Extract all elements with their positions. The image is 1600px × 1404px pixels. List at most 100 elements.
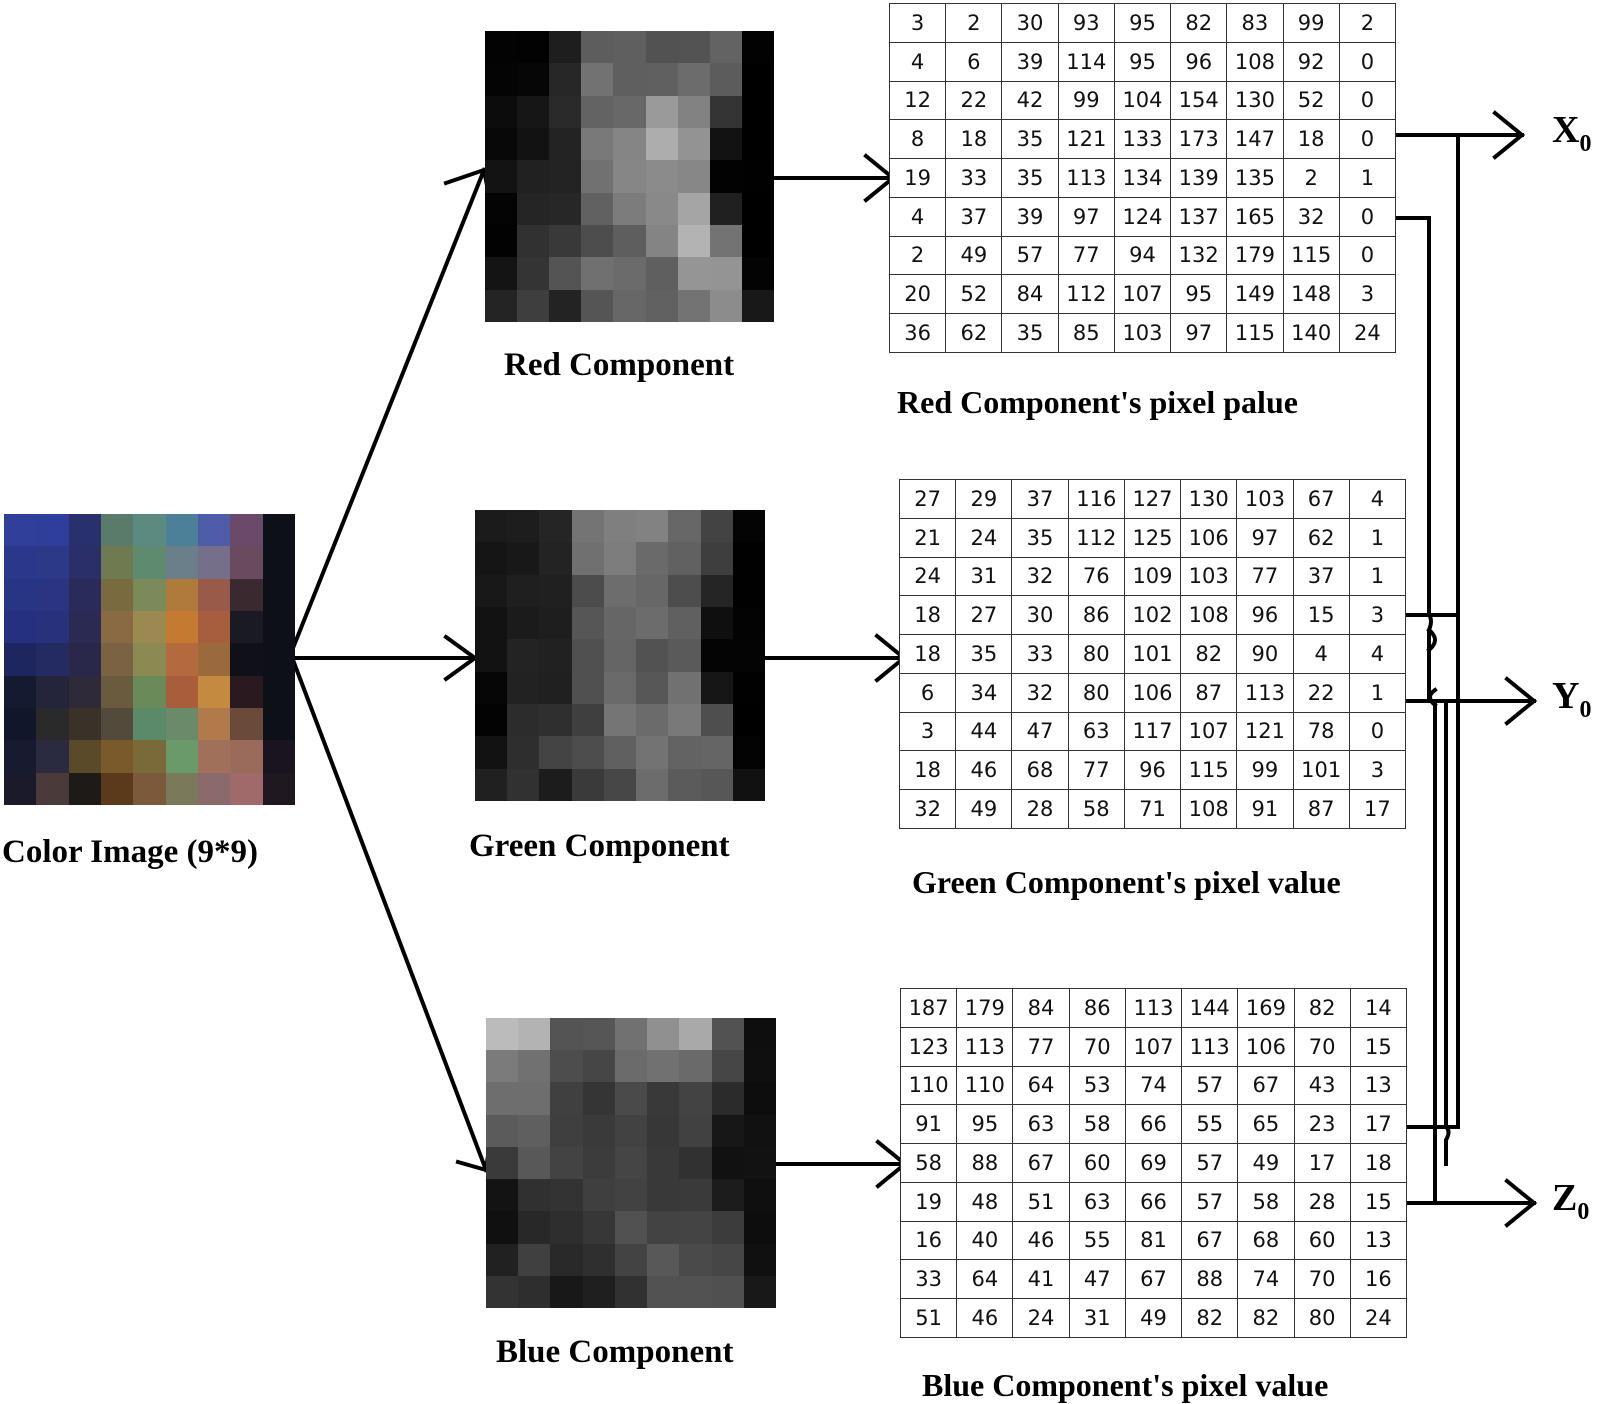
table-cell: 77 (1057, 235, 1115, 276)
table-cell: 19 (899, 1181, 958, 1222)
pixel (711, 1018, 744, 1051)
table-cell: 47 (1011, 711, 1069, 752)
table-cell: 4 (888, 196, 947, 237)
table-cell: 109 (1123, 556, 1182, 597)
table-cell: 140 (1282, 313, 1340, 353)
pixel (550, 1211, 583, 1244)
green-table-label: Green Component's pixel value (912, 864, 1341, 900)
pixel (677, 31, 710, 64)
table-cell: 17 (1348, 789, 1407, 829)
pixel (539, 510, 572, 543)
table-cell: 35 (1011, 517, 1069, 558)
table-cell: 149 (1226, 274, 1284, 315)
pixel (262, 578, 295, 611)
pixel (613, 257, 646, 290)
pixel (732, 606, 765, 640)
table-cell: 132 (1170, 235, 1228, 276)
table-cell: 96 (1236, 595, 1294, 636)
pixel (486, 1082, 519, 1115)
table-cell: 33 (899, 1259, 958, 1300)
pixel (743, 1275, 776, 1308)
table-cell: 0 (1338, 119, 1397, 160)
pixel (677, 192, 710, 225)
table-cell: 46 (955, 750, 1013, 791)
table-cell: 173 (1170, 119, 1228, 160)
pixel (262, 675, 295, 708)
pixel (647, 1114, 680, 1147)
table-cell: 95 (1113, 41, 1172, 82)
table-cell: 22 (945, 80, 1003, 121)
table-cell: 18 (1282, 119, 1340, 160)
table-cell: 82 (1237, 1298, 1295, 1338)
table-cell: 85 (1057, 313, 1115, 353)
pixel (679, 1146, 712, 1180)
table-cell: 81 (1124, 1220, 1183, 1261)
pixel (700, 510, 733, 543)
table-cell: 96 (1170, 41, 1228, 82)
pixel (165, 546, 198, 579)
pixel (732, 736, 765, 769)
table-cell: 51 (899, 1298, 958, 1338)
output-y0: Y0 (1552, 674, 1591, 724)
table-cell: 35 (1001, 119, 1059, 160)
arrow-blue-to-table (773, 1139, 909, 1189)
pixel (677, 95, 710, 128)
pixel (700, 703, 733, 737)
pixel (668, 639, 701, 672)
z0-line (1405, 1178, 1538, 1228)
pixel (262, 707, 295, 741)
pixel (100, 772, 134, 805)
table-cell: 58 (899, 1143, 958, 1183)
pixel (645, 63, 678, 96)
pixel (4, 772, 37, 805)
table-cell: 18 (898, 750, 957, 791)
table-cell: 62 (945, 313, 1003, 353)
pixel (475, 768, 508, 801)
pixel (581, 224, 614, 258)
pixel (677, 224, 710, 258)
table-cell: 24 (1012, 1298, 1070, 1338)
output-z-subscript: 0 (1577, 1199, 1590, 1225)
pixel (507, 542, 540, 575)
pixel (518, 1082, 551, 1115)
pixel (613, 31, 646, 64)
table-cell: 96 (1123, 750, 1182, 791)
pixel (165, 772, 198, 805)
pixel (677, 160, 710, 193)
red-component-label: Red Component (504, 347, 735, 383)
table-cell: 35 (955, 634, 1013, 674)
arrow-to-red (290, 167, 495, 651)
table-cell: 47 (1068, 1259, 1126, 1300)
pixel (507, 671, 540, 704)
pixel (475, 639, 508, 672)
table-cell: 113 (956, 1026, 1014, 1067)
pixel (636, 671, 669, 704)
table-cell: 31 (1068, 1298, 1126, 1338)
pixel (133, 772, 166, 805)
table-cell: 97 (1170, 313, 1228, 353)
blue-component-image (486, 1018, 776, 1308)
pixel (645, 257, 678, 290)
pixel (36, 578, 69, 611)
pixel (100, 610, 134, 644)
pixel (36, 707, 69, 741)
pixel (549, 192, 582, 225)
table-cell: 15 (1349, 1181, 1408, 1222)
table-cell: 113 (1181, 1026, 1239, 1067)
table-cell: 33 (1011, 634, 1069, 674)
table-cell: 32 (1011, 672, 1069, 713)
table-cell: 2 (1338, 3, 1397, 43)
pixel (197, 675, 231, 708)
table-cell: 39 (1001, 196, 1059, 237)
pixel (732, 574, 765, 607)
pixel (743, 1211, 776, 1244)
pixel (582, 1050, 615, 1083)
pixel (636, 736, 669, 769)
pixel (68, 546, 101, 579)
table-cell: 144 (1181, 988, 1239, 1028)
pixel (732, 510, 765, 543)
